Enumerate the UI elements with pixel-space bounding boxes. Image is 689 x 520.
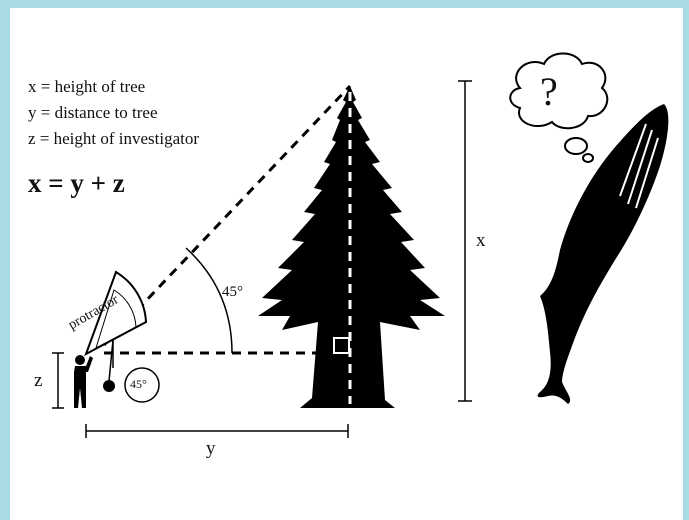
thought-bubble-large <box>564 137 588 155</box>
whale-pleats <box>619 123 659 209</box>
legend-z-definition: z = height of investigator <box>28 129 200 148</box>
y-bracket <box>85 424 349 438</box>
z-bracket <box>52 352 64 409</box>
question-mark: ? <box>540 69 558 114</box>
formula: x = y + z <box>28 168 125 198</box>
protractor <box>84 270 148 392</box>
right-angle-box <box>333 337 350 354</box>
thought-bubble-small <box>582 153 594 163</box>
legend-y-definition: y = distance to tree <box>28 103 158 122</box>
tree-silhouette <box>258 86 445 408</box>
z-label: z <box>34 370 43 391</box>
x-bracket <box>458 80 472 402</box>
investigator-figure <box>74 355 93 408</box>
frame-right-edge <box>683 0 689 520</box>
angle-label-top: 45° <box>222 284 243 300</box>
y-label: y <box>206 438 216 459</box>
angle-label-protractor: 45° <box>130 377 147 391</box>
angle-circle <box>124 367 160 403</box>
thought-cloud <box>509 52 609 130</box>
legend-x-definition: x = height of tree <box>28 77 146 96</box>
angle-arc <box>185 247 233 354</box>
x-label: x <box>476 230 486 251</box>
whale-silhouette <box>537 104 669 404</box>
legend: x = height of tree y = distance to tree … <box>28 74 199 152</box>
line-of-sight <box>102 84 352 347</box>
frame-left-edge <box>0 0 10 520</box>
